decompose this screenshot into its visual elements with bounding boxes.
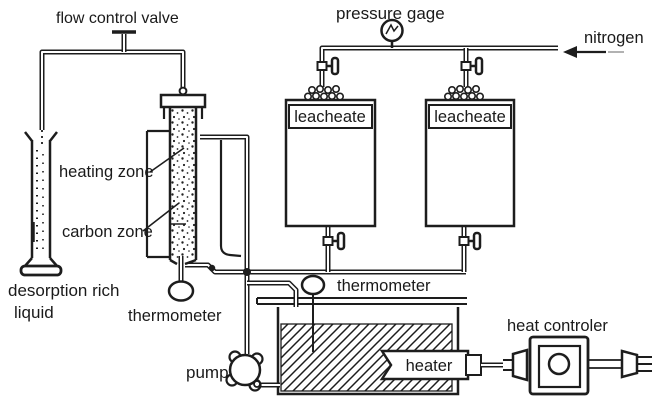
leacheate-tank-2: leacheate xyxy=(424,85,516,228)
heater-terminal xyxy=(465,354,482,376)
bath-thermometer xyxy=(300,274,326,352)
label-pump: pump xyxy=(186,363,229,382)
controller-knob xyxy=(547,352,571,376)
label-thermometer-bath: thermometer xyxy=(337,277,431,295)
column-packing xyxy=(171,109,195,258)
tank2-cap-bolts xyxy=(443,85,484,101)
plug-right xyxy=(620,349,639,379)
nitrogen-inlet xyxy=(563,46,624,58)
label-desorption-line2: liquid xyxy=(14,303,54,322)
plug-right-prongs xyxy=(637,356,652,372)
leader-heating-zone xyxy=(149,147,185,173)
column-taper xyxy=(169,258,197,266)
valve-tank1-top xyxy=(316,56,340,76)
pipe-elbow-knot xyxy=(208,264,216,272)
cylinder-tube xyxy=(24,131,58,258)
thermometer-bulb-column xyxy=(167,280,195,302)
label-pressure-gage: pressure gage xyxy=(336,4,445,23)
power-cord xyxy=(588,359,622,369)
tank1-label-box xyxy=(288,104,373,129)
label-leacheate-1: leacheate xyxy=(294,108,366,126)
tank1-cap-bolts xyxy=(303,85,344,101)
column-cap xyxy=(159,93,207,109)
graduated-cylinder xyxy=(19,130,63,277)
gage-needle xyxy=(385,23,399,35)
condenser-loop-line xyxy=(219,140,242,258)
label-carbon-zone: carbon zone xyxy=(62,223,153,241)
plug-left-prongs xyxy=(503,359,513,371)
desorption-column xyxy=(145,86,207,302)
pump-outlet-fitting xyxy=(253,380,261,388)
piping xyxy=(39,41,558,388)
heat-controller xyxy=(503,335,652,396)
label-heating-zone: heating zone xyxy=(59,163,154,181)
column-jacket xyxy=(145,129,170,259)
label-leacheate-2: leacheate xyxy=(434,108,506,126)
column-tube-walls xyxy=(168,107,198,260)
valve-tank2-bottom xyxy=(458,231,482,251)
tank2-label-box xyxy=(428,104,512,129)
valve-tank1-bottom xyxy=(322,231,346,251)
pressure-gage xyxy=(380,18,404,43)
thermometer-bulb-bath xyxy=(300,274,326,296)
flow-control-valve xyxy=(112,30,136,52)
label-nitrogen: nitrogen xyxy=(584,29,644,47)
label-desorption-line1: desorption rich xyxy=(8,281,120,300)
label-flow-control-valve: flow control valve xyxy=(56,10,179,27)
label-heater: heater xyxy=(406,357,453,375)
leacheate-tank-1: leacheate xyxy=(284,85,377,228)
bath-lid xyxy=(256,297,467,305)
pump-unit xyxy=(225,350,264,392)
leader-carbon-zone xyxy=(142,202,180,232)
label-heat-controler: heat controler xyxy=(507,317,608,335)
pipe-junction xyxy=(243,268,251,276)
label-thermometer-column: thermometer xyxy=(128,307,222,325)
arrow-head xyxy=(563,46,577,58)
column-inlet-fitting xyxy=(178,86,188,96)
column-cap-ears xyxy=(162,107,204,119)
plug-left xyxy=(511,348,529,382)
cylinder-base xyxy=(19,264,63,277)
heater-assembly: heater xyxy=(379,349,503,381)
pump-body xyxy=(228,353,262,387)
valve-tank2-top xyxy=(460,56,484,76)
